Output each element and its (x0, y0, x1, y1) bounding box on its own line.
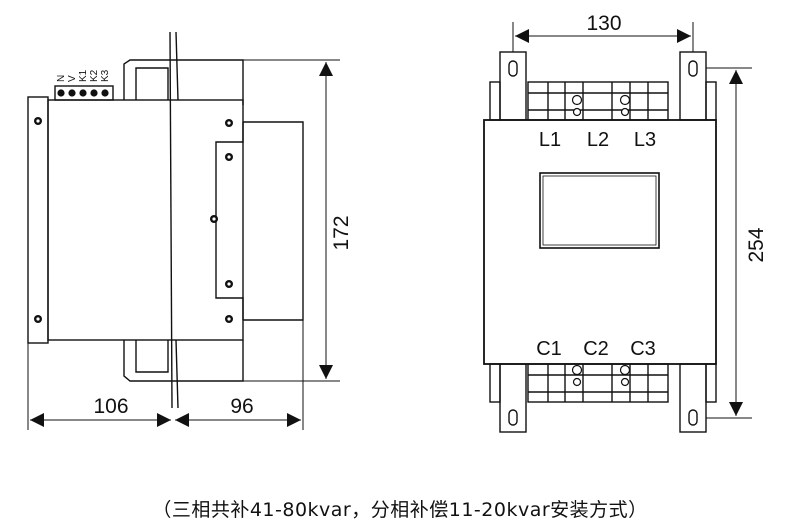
terminal-l1: L1 (539, 129, 561, 151)
front-foot-bottom-left (499, 363, 527, 433)
front-bottom-bracket (527, 363, 669, 403)
dim-side-right-width: 96 (230, 395, 253, 418)
front-terminal-labels: L1 L2 L3 C1 C2 C3 (536, 129, 656, 360)
side-terminal-block (54, 85, 114, 101)
front-terminal-screws (571, 94, 631, 387)
front-foot-top-left (499, 51, 527, 121)
terminal-c3: C3 (630, 338, 656, 360)
side-bottom-bracket (123, 340, 244, 382)
dim-side-left-width: 106 (93, 395, 128, 418)
terminal-l3: L3 (634, 129, 656, 151)
front-main-body (483, 119, 717, 365)
front-foot-top-right (679, 51, 707, 121)
side-mounting-plate (169, 31, 173, 409)
installation-caption: （三相共补41-80kvar，分相补偿11-20kvar安装方式） (152, 499, 648, 521)
terminal-label-n: N (56, 75, 67, 82)
dim-front-top-width: 130 (586, 12, 621, 35)
terminal-label-k3: K3 (100, 69, 111, 82)
terminal-c1: C1 (536, 338, 562, 360)
front-dimensions (512, 22, 752, 419)
side-screws (34, 89, 233, 323)
terminal-label-v: V (67, 75, 78, 82)
front-view (483, 51, 717, 433)
side-top-bracket (123, 59, 244, 105)
side-terminal-labels: N V K1 K2 K3 (56, 69, 111, 82)
side-front-panel (27, 96, 49, 344)
side-dimensions (27, 59, 340, 430)
terminal-c2: C2 (583, 338, 609, 360)
front-top-bracket (527, 81, 669, 121)
terminal-label-k2: K2 (89, 69, 100, 82)
dim-front-height: 254 (745, 227, 768, 262)
dim-side-height: 172 (330, 215, 353, 250)
side-view (27, 31, 304, 409)
terminal-l2: L2 (587, 129, 609, 151)
side-rear-box (243, 121, 304, 321)
front-foot-bottom-right (679, 363, 707, 433)
front-display-window (539, 172, 660, 249)
terminal-label-k1: K1 (78, 69, 89, 82)
